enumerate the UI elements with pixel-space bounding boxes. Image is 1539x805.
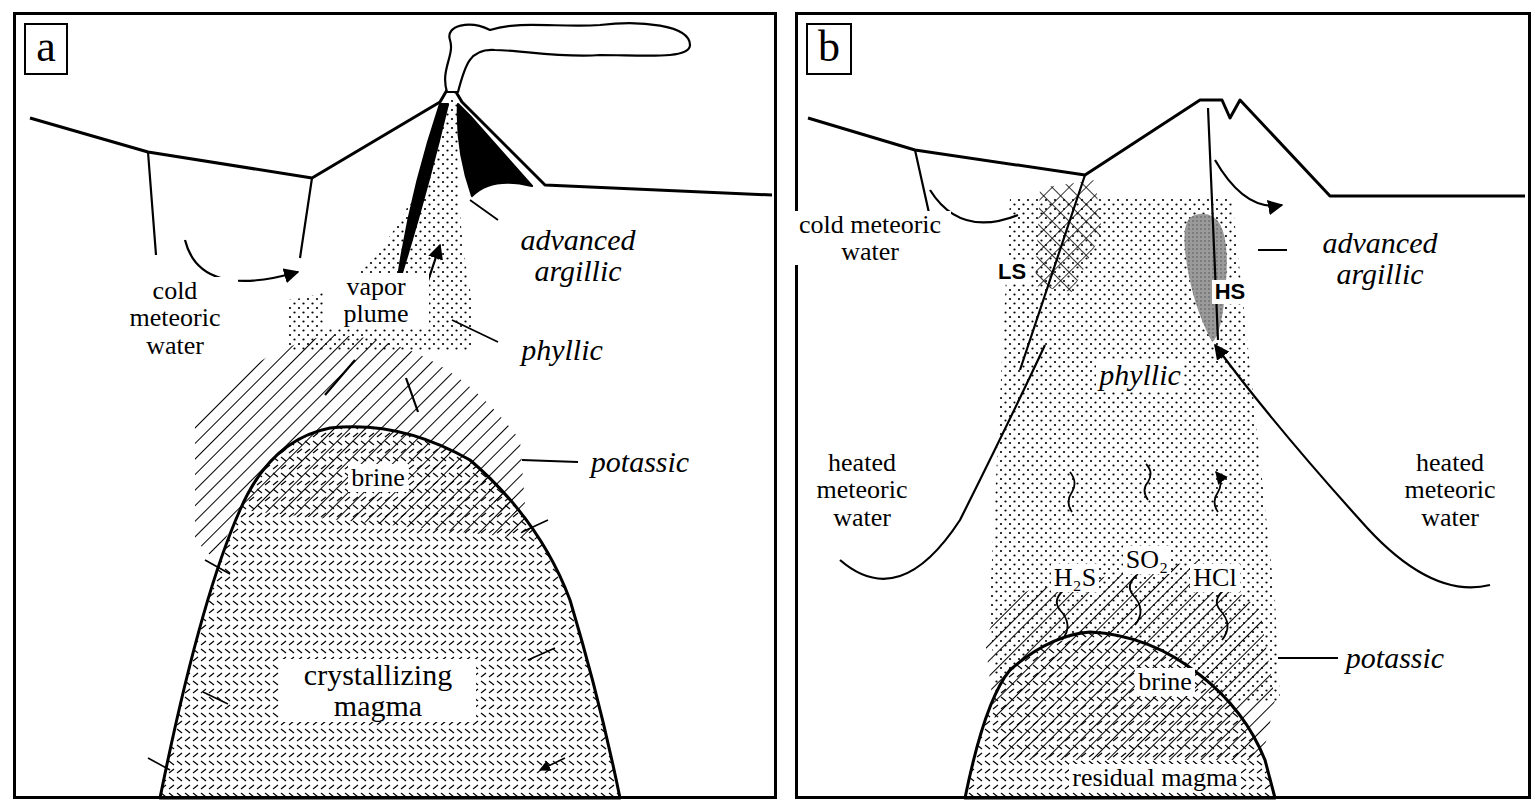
region-label: vapor plume [323, 273, 429, 328]
region-label: cold meteoric water [790, 211, 951, 266]
region-label: cold meteoric water [112, 277, 238, 359]
region-label: advanced argillic [490, 224, 666, 287]
region-label: HS [1212, 280, 1249, 303]
region-label: phyllic [518, 334, 606, 366]
region-label: H₂S [1051, 564, 1099, 591]
region-label: heated meteoric water [804, 449, 920, 531]
panel-letter: a [26, 25, 66, 69]
region-label: crystallizing magma [280, 659, 476, 722]
region-label: heated meteoric water [1392, 449, 1508, 531]
panel-letter: b [808, 25, 850, 69]
panel-letter-box: a [24, 23, 68, 75]
region-label: phyllic [1096, 359, 1184, 391]
region-label: SO₂ [1123, 546, 1171, 573]
region-label: brine [348, 464, 407, 491]
region-label: HCl [1190, 564, 1239, 591]
region-label: potassic [1343, 642, 1447, 674]
region-label: potassic [588, 446, 692, 478]
region-label: advanced argillic [1287, 227, 1473, 290]
region-label: LS [995, 260, 1029, 283]
region-label: brine [1135, 668, 1194, 695]
panel-letter-box: b [806, 23, 852, 75]
region-label: residual magma [1069, 764, 1240, 791]
